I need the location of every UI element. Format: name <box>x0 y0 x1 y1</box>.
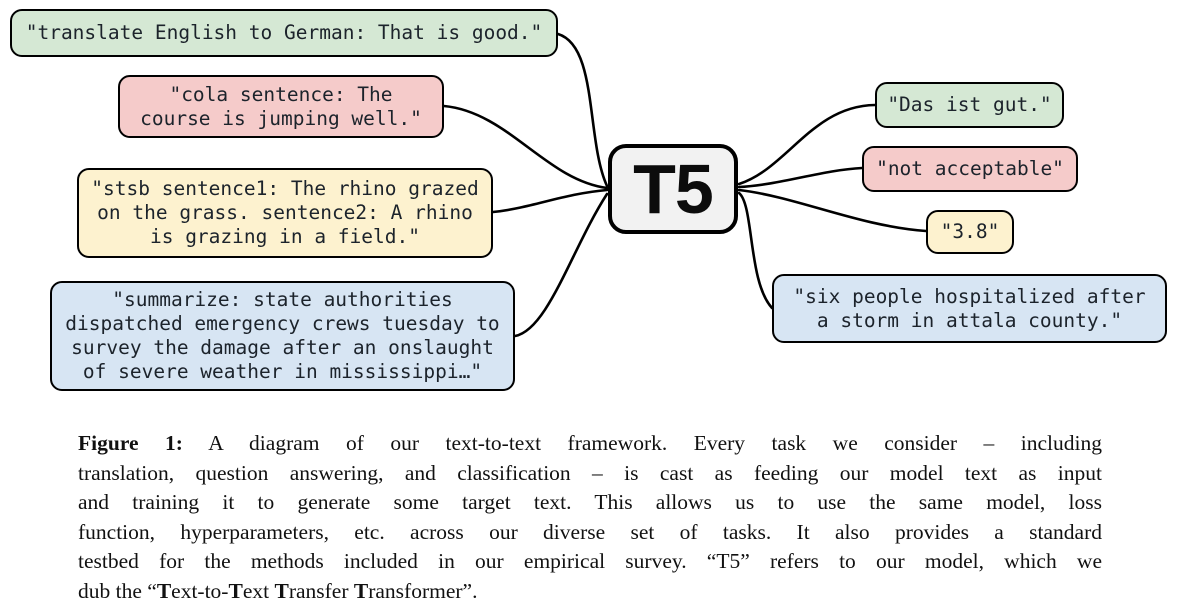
connector-summarize-input <box>513 192 609 338</box>
caption-line: translation, question answering, and cla… <box>78 460 1102 485</box>
output-text-cola: "not acceptable" <box>876 157 1064 180</box>
output-box-cola: "not acceptable" <box>862 146 1078 192</box>
output-text-stsb: "3.8" <box>940 220 1000 243</box>
connector-stsb-output <box>737 188 928 233</box>
output-box-stsb: "3.8" <box>926 210 1014 254</box>
t5-model-node: T5 <box>608 144 738 234</box>
input-box-summarization: "summarize: state authorities dispatched… <box>50 281 515 391</box>
input-box-cola: "cola sentence: The course is jumping we… <box>118 75 444 138</box>
input-text-stsb: "stsb sentence1: The rhino grazed on the… <box>91 177 479 248</box>
input-box-translation: "translate English to German: That is go… <box>10 9 558 57</box>
caption-line: function, hyperparameters, etc. across o… <box>78 519 1102 544</box>
connector-cola-output <box>737 166 864 189</box>
t5-model-label: T5 <box>633 150 714 228</box>
caption-line: Figure 1: A diagram of our text-to-text … <box>78 431 1103 455</box>
output-text-summarization: "six people hospitalized after a storm i… <box>793 284 1146 332</box>
caption-line: dub the “Text-to-Text Transfer Transform… <box>78 578 478 603</box>
input-text-translation: "translate English to German: That is go… <box>25 21 543 44</box>
output-box-summarization: "six people hospitalized after a storm i… <box>772 274 1167 343</box>
caption-line: and training it to generate some target … <box>78 490 1102 514</box>
figure-caption: Figure 1: A diagram of our text-to-text … <box>78 429 1102 606</box>
connector-translate-output <box>737 103 877 186</box>
input-text-cola: "cola sentence: The course is jumping we… <box>140 82 422 130</box>
input-box-stsb: "stsb sentence1: The rhino grazed on the… <box>77 168 493 258</box>
input-text-summarization: "summarize: state authorities dispatched… <box>65 288 500 383</box>
connector-translate-input <box>556 32 609 188</box>
output-box-translation: "Das ist gut." <box>875 82 1064 128</box>
connector-summarize-output <box>737 191 774 310</box>
connector-stsb-input <box>491 188 609 214</box>
connector-cola-input <box>442 104 609 190</box>
output-text-translation: "Das ist gut." <box>887 93 1052 116</box>
caption-line: testbed for the methods included in our … <box>78 549 1102 573</box>
